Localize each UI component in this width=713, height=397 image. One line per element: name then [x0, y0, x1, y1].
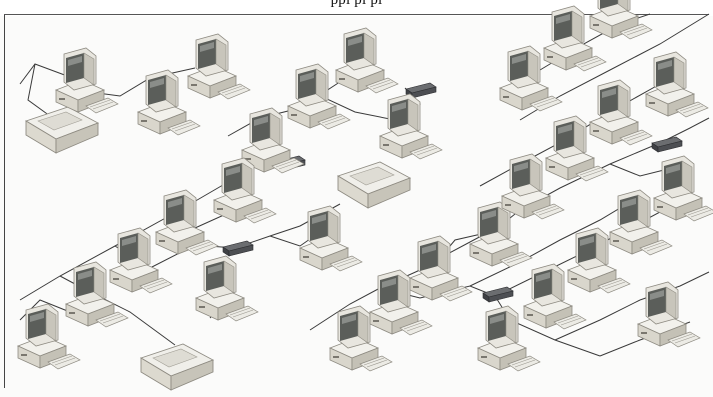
desktop-computer — [335, 27, 399, 94]
desktop-computer — [637, 281, 701, 348]
desktop-computer — [187, 33, 251, 100]
network-hub — [222, 240, 254, 257]
desktop-computer — [653, 155, 713, 222]
caption-text: ppl pl pl — [330, 0, 383, 8]
frame-border-top — [4, 14, 709, 15]
desktop-computer — [379, 93, 443, 160]
cable — [661, 117, 710, 143]
network-hub — [482, 286, 514, 303]
cable — [499, 141, 663, 227]
laser-printer — [337, 161, 411, 209]
desktop-computer — [645, 51, 709, 118]
desktop-computer — [195, 255, 259, 322]
network-hub — [651, 136, 683, 153]
desktop-computer — [589, 79, 653, 146]
cable — [27, 63, 51, 117]
desktop-computer — [155, 189, 219, 256]
page-caption: ppl pl pl — [0, 0, 713, 16]
frame-border-left — [4, 14, 5, 388]
desktop-computer — [299, 205, 363, 272]
laser-printer — [25, 106, 99, 154]
laser-printer — [140, 343, 214, 391]
cable — [554, 299, 641, 341]
desktop-computer — [55, 47, 119, 114]
desktop-computer — [589, 0, 653, 40]
cable — [469, 195, 641, 287]
